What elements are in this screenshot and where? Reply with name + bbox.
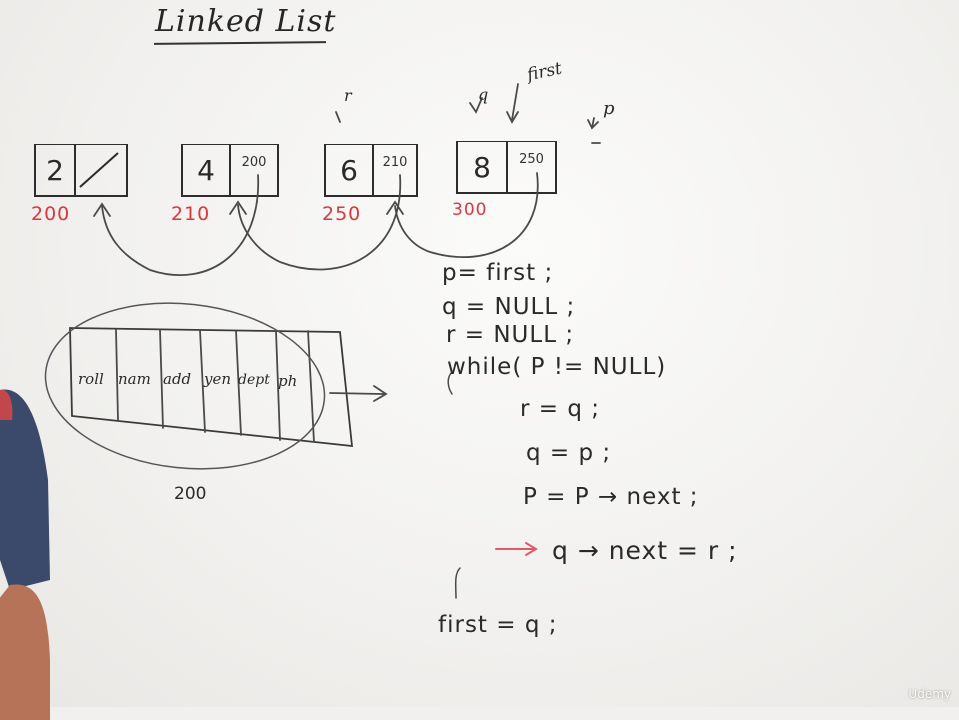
page-title: Linked List	[155, 4, 337, 39]
code-line: q = NULL ;	[442, 294, 576, 320]
null-slash	[79, 152, 119, 188]
arrowhead	[93, 202, 111, 217]
code-line: r = NULL ;	[446, 322, 575, 348]
list-node: 2	[34, 144, 128, 197]
node-next: 250	[506, 142, 555, 192]
list-node: 6 210	[324, 144, 418, 197]
list-node: 4 200	[181, 144, 279, 197]
node-data: 4	[197, 153, 215, 187]
node-address: 250	[322, 203, 362, 225]
node-data: 2	[46, 153, 64, 187]
arrowhead	[229, 200, 247, 215]
record-field: roll	[78, 370, 104, 388]
record-field: add	[163, 370, 192, 388]
code-line: first = q ;	[438, 612, 558, 638]
reverse-arrow	[101, 174, 259, 276]
node-next	[74, 145, 126, 195]
node-address: 200	[31, 203, 71, 225]
record-field: ph	[278, 372, 298, 390]
node-data: 6	[340, 153, 358, 187]
code-line: p= first ;	[442, 260, 554, 286]
code-line: q → next = r ;	[552, 536, 738, 565]
list-node: 8 250	[456, 141, 557, 194]
node-address: 210	[171, 203, 211, 225]
record-field: yen	[204, 370, 232, 388]
pointer-label-r: r	[344, 86, 352, 105]
code-line: while( P != NULL)	[447, 354, 667, 380]
node-address: 300	[452, 200, 488, 220]
node-next: 210	[372, 145, 416, 195]
code-line: r = q ;	[520, 396, 601, 422]
reverse-arrow	[394, 172, 539, 258]
pointer-label-p: p	[603, 98, 615, 119]
udemy-watermark: Udemy	[908, 687, 951, 701]
node-next: 200	[229, 145, 277, 195]
node-data: 8	[473, 150, 491, 184]
record-field: dept	[238, 372, 270, 388]
record-address: 200	[174, 484, 207, 504]
record-field: nam	[118, 370, 151, 388]
presenter	[0, 389, 50, 720]
pointer-label-q: q	[478, 85, 489, 104]
code-line: P = P → next ;	[523, 484, 699, 510]
code-line: q = p ;	[526, 440, 612, 466]
arrowhead	[386, 200, 404, 215]
reverse-arrow	[237, 174, 401, 271]
